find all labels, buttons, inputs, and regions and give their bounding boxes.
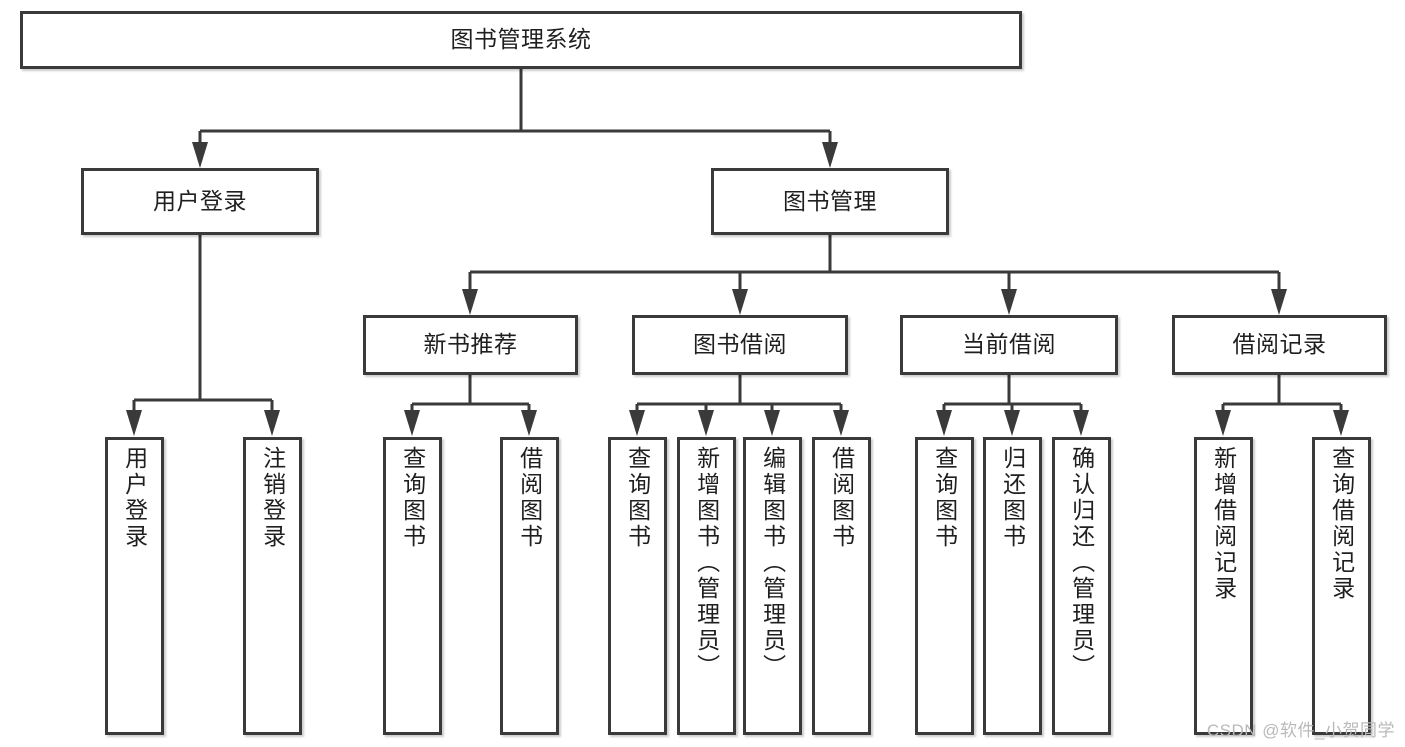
node-label: 归还图书 bbox=[999, 446, 1026, 550]
leaf-borrow-query-book[interactable]: 查询图书 bbox=[608, 437, 667, 735]
leaf-borrow-add-book-admin[interactable]: 新增图书（管理员） bbox=[677, 437, 736, 735]
node-label: 注销登录 bbox=[259, 446, 286, 550]
node-label: 当前借阅 bbox=[962, 331, 1056, 358]
node-label: 用户登录 bbox=[153, 187, 247, 214]
leaf-recommend-borrow-book[interactable]: 借阅图书 bbox=[500, 437, 559, 735]
node-book-management[interactable]: 图书管理 bbox=[711, 168, 949, 235]
node-new-book-recommend[interactable]: 新书推荐 bbox=[363, 315, 578, 375]
leaf-borrow-borrow-book[interactable]: 借阅图书 bbox=[812, 437, 871, 735]
node-label: 新书推荐 bbox=[423, 331, 518, 358]
leaf-record-add-borrow-record[interactable]: 新增借阅记录 bbox=[1194, 437, 1253, 735]
node-label: 图书管理 bbox=[783, 187, 877, 214]
node-label: 图书借阅 bbox=[693, 331, 787, 358]
node-label: 新增借阅记录 bbox=[1210, 446, 1237, 602]
node-label: 编辑图书（管理员） bbox=[759, 446, 786, 680]
leaf-current-confirm-return-admin[interactable]: 确认归还（管理员） bbox=[1052, 437, 1111, 735]
node-label: 查询图书 bbox=[624, 446, 651, 550]
node-label: 查询图书 bbox=[931, 446, 958, 550]
node-label: 借阅图书 bbox=[516, 446, 543, 550]
node-book-borrow[interactable]: 图书借阅 bbox=[632, 315, 848, 375]
leaf-record-query-borrow-record[interactable]: 查询借阅记录 bbox=[1312, 437, 1371, 735]
node-label: 图书管理系统 bbox=[450, 26, 592, 53]
leaf-current-return-book[interactable]: 归还图书 bbox=[983, 437, 1042, 735]
node-label: 确认归还（管理员） bbox=[1068, 446, 1095, 680]
leaf-user-logout[interactable]: 注销登录 bbox=[243, 437, 302, 735]
node-label: 查询借阅记录 bbox=[1328, 446, 1355, 602]
node-root-book-management-system[interactable]: 图书管理系统 bbox=[20, 11, 1022, 69]
node-user-login[interactable]: 用户登录 bbox=[81, 168, 319, 235]
csdn-watermark: CSDN @软件_小贺同学 bbox=[1206, 721, 1395, 740]
node-label: 借阅图书 bbox=[828, 446, 855, 550]
node-label: 新增图书（管理员） bbox=[693, 446, 720, 680]
node-label: 借阅记录 bbox=[1232, 331, 1327, 358]
leaf-current-query-book[interactable]: 查询图书 bbox=[915, 437, 974, 735]
leaf-recommend-query-book[interactable]: 查询图书 bbox=[383, 437, 442, 735]
node-current-borrow[interactable]: 当前借阅 bbox=[900, 315, 1118, 375]
leaf-user-login[interactable]: 用户登录 bbox=[105, 437, 164, 735]
node-label: 查询图书 bbox=[399, 446, 426, 550]
node-label: 用户登录 bbox=[121, 446, 148, 550]
node-borrow-record[interactable]: 借阅记录 bbox=[1172, 315, 1387, 375]
leaf-borrow-edit-book-admin[interactable]: 编辑图书（管理员） bbox=[743, 437, 802, 735]
